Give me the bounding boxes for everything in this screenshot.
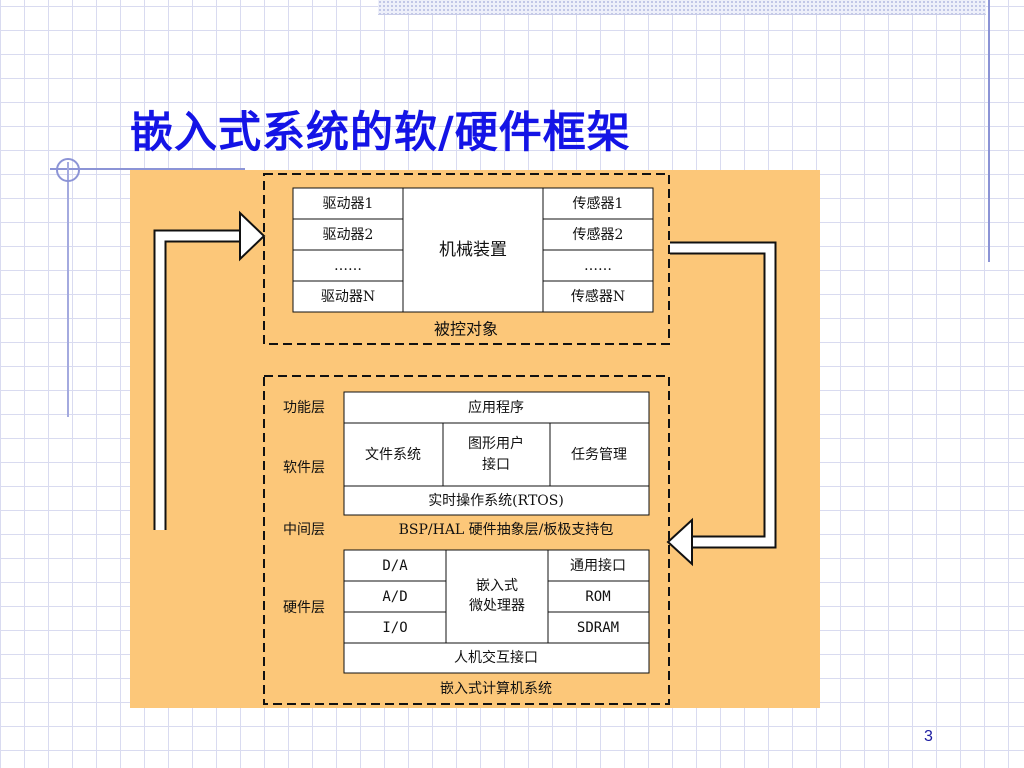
ad-box <box>343 580 447 613</box>
sensor-box-n <box>542 280 654 313</box>
decor-vertical-line <box>988 0 990 262</box>
general-if-box <box>547 549 650 582</box>
driver-label: …… <box>334 258 362 274</box>
driver-label: 驱动器N <box>321 289 375 305</box>
general-if-label: 通用接口 <box>570 557 626 574</box>
driver-label: 驱动器1 <box>323 196 374 212</box>
sensor-box-1 <box>542 187 654 220</box>
computer-system-label: 嵌入式计算机系统 <box>440 681 552 697</box>
decor-circle-icon <box>56 158 80 182</box>
framework-diagram: 驱动器1 驱动器2 …… 驱动器N 机械装置 传感器1 传感器2 …… 传感器N… <box>130 170 820 708</box>
cpu-label-line1: 嵌入式 <box>476 578 518 594</box>
controlled-object-label: 被控对象 <box>434 320 498 339</box>
slide-title: 嵌入式系统的软/硬件框架 <box>130 108 631 158</box>
layer-label-software: 软件层 <box>283 460 325 476</box>
layer-label-function: 功能层 <box>283 400 325 416</box>
sensor-label: …… <box>584 258 612 274</box>
cpu-box <box>445 549 549 644</box>
task-mgmt-label: 任务管理 <box>571 447 627 463</box>
machine-label: 机械装置 <box>439 240 507 260</box>
rom-box <box>547 580 650 613</box>
sensor-box-2 <box>542 218 654 251</box>
gui-label-line1: 图形用户 <box>468 435 524 452</box>
cpu-label-line2: 微处理器 <box>469 598 525 614</box>
hmi-box <box>343 642 650 674</box>
sdram-label: SDRAM <box>577 620 619 636</box>
io-label: I/O <box>382 620 407 636</box>
file-system-label: 文件系统 <box>365 447 421 463</box>
gui-box <box>442 422 551 487</box>
gui-label-line2: 接口 <box>482 456 510 473</box>
header-decor-band <box>378 0 986 15</box>
sensor-label: 传感器1 <box>573 195 624 212</box>
da-label: D/A <box>382 558 408 574</box>
task-mgmt-box <box>549 422 650 487</box>
feedback-arrow-left <box>153 210 266 536</box>
controlled-object-frame <box>263 173 670 345</box>
application-label: 应用程序 <box>468 399 524 416</box>
rtos-box <box>343 485 650 516</box>
layer-label-hardware: 硬件层 <box>283 600 325 616</box>
bsp-hal-label: BSP/HAL 硬件抽象层/板极支持包 <box>399 522 614 538</box>
decor-left-line <box>67 162 69 417</box>
page-number: 3 <box>924 728 933 745</box>
layer-label-middle: 中间层 <box>283 522 325 538</box>
sdram-box <box>547 611 650 644</box>
hmi-label: 人机交互接口 <box>454 649 538 666</box>
sensor-label: 传感器N <box>571 288 625 305</box>
rom-label: ROM <box>585 589 610 605</box>
da-box <box>343 549 447 582</box>
framework-diagram-svg: 驱动器1 驱动器2 …… 驱动器N 机械装置 传感器1 传感器2 …… 传感器N… <box>153 173 777 705</box>
sensor-label: 传感器2 <box>573 226 624 243</box>
ad-label: A/D <box>382 589 407 605</box>
machine-box <box>402 187 544 313</box>
rtos-label: 实时操作系统(RTOS) <box>428 493 564 509</box>
decor-horizontal-line <box>50 168 245 170</box>
computer-system-frame <box>263 375 670 705</box>
driver-label: 驱动器2 <box>323 227 374 243</box>
sensor-box-3 <box>542 249 654 282</box>
io-box <box>343 611 447 644</box>
feedback-arrow-right <box>666 241 777 567</box>
